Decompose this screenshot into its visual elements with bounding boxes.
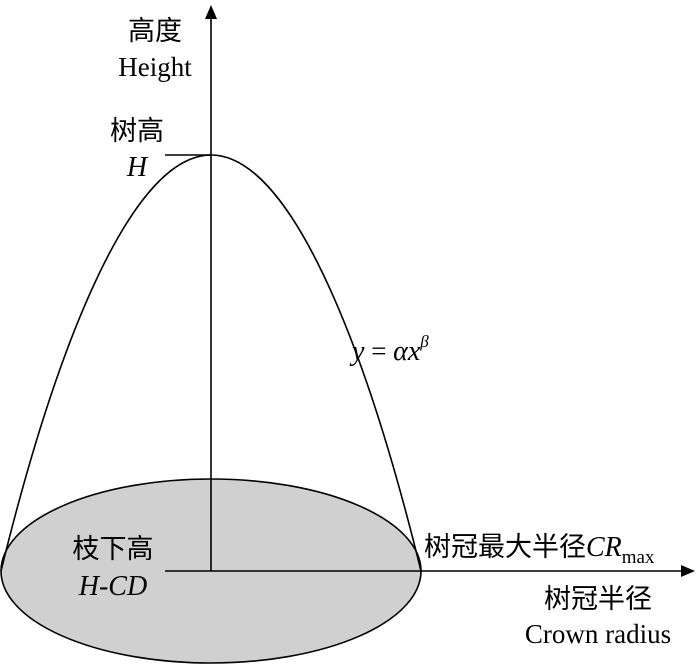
max-radius-subscript: max (622, 547, 655, 568)
height-axis-label-zh: 高度 (128, 16, 182, 47)
equation-lhs: y (349, 336, 365, 367)
crown-base-symbol: H-CD (78, 571, 147, 602)
tree-height-label-zh: 树高 (110, 116, 164, 147)
crown-radius-axis-label-en: Crown radius (525, 619, 671, 649)
max-radius-symbol: CR (586, 532, 622, 563)
height-axis-label-en: Height (118, 52, 192, 82)
max-radius-label: 树冠最大半径CRmax (424, 532, 655, 568)
equation-equals: = (364, 336, 393, 366)
equation-exponent: β (419, 332, 429, 351)
crown-base-label-zh: 枝下高 (73, 534, 154, 565)
tree-height-symbol: H (126, 152, 149, 183)
max-radius-label-zh: 树冠最大半径 (424, 532, 586, 563)
crown-equation: y = αxβ (349, 332, 429, 367)
crown-radius-axis-label-zh: 树冠半径 (544, 584, 652, 615)
equation-base: αx (393, 336, 421, 367)
